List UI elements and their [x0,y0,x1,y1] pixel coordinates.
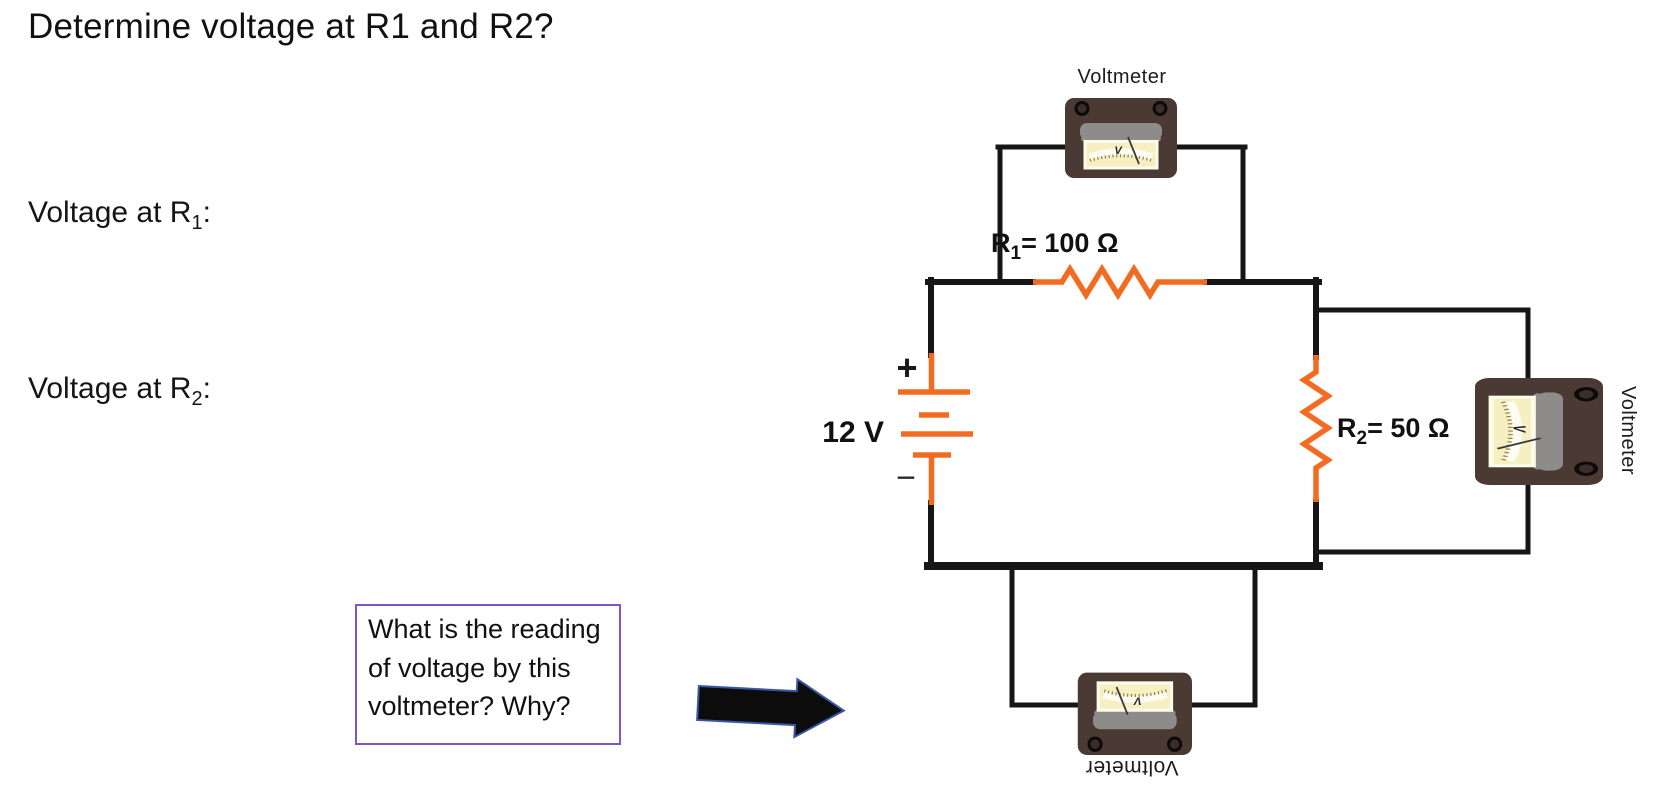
voltmeter-top-label: Voltmeter [1078,66,1167,88]
resistor-r1 [1033,263,1207,301]
voltage-r2-subscript: 2 [191,388,203,410]
page-title: Determine voltage at R1 and R2? [28,7,554,46]
r1-subscript: 1 [1011,243,1022,264]
voltmeter-right-label: Voltmeter [1617,386,1639,475]
r2-value-label: R2= 50 Ω [1337,413,1450,449]
voltage-at-r1-label: Voltage at R1: [28,196,211,233]
battery-symbol [898,353,973,505]
r1-value-label: R1= 100 Ω [991,228,1119,264]
voltage-r1-subscript: 1 [191,212,203,234]
main-loop-wires [924,277,1323,570]
voltage-r2-colon: : [202,372,211,405]
question-box: What is the reading of voltage by this v… [355,604,621,745]
r1-symbol: R [991,228,1011,258]
voltmeter-right [1475,378,1603,485]
voltage-r1-colon: : [202,196,211,229]
r2-ohms: = 50 Ω [1367,413,1449,443]
voltmeter-bottom-label: Voltmeter [1085,756,1178,779]
r2-symbol: R [1337,413,1357,443]
voltage-r2-text: Voltage at R [28,372,192,405]
battery-plus-sign: + [896,347,917,388]
voltmeter-bottom [1078,673,1192,755]
voltage-r1-text: Voltage at R [28,196,192,229]
pointer-arrow-icon [696,677,846,739]
battery-minus-sign: − [896,459,916,497]
resistor-r2 [1299,355,1333,502]
voltage-at-r2-label: Voltage at R2: [28,372,211,409]
voltmeter-branch-wires [995,144,1531,708]
r1-ohms: = 100 Ω [1021,228,1118,258]
question-box-text: What is the reading of voltage by this v… [368,614,601,721]
r2-subscript: 2 [1357,428,1368,449]
battery-voltage-label: 12 V [822,416,884,449]
voltmeter-top [1065,98,1177,178]
